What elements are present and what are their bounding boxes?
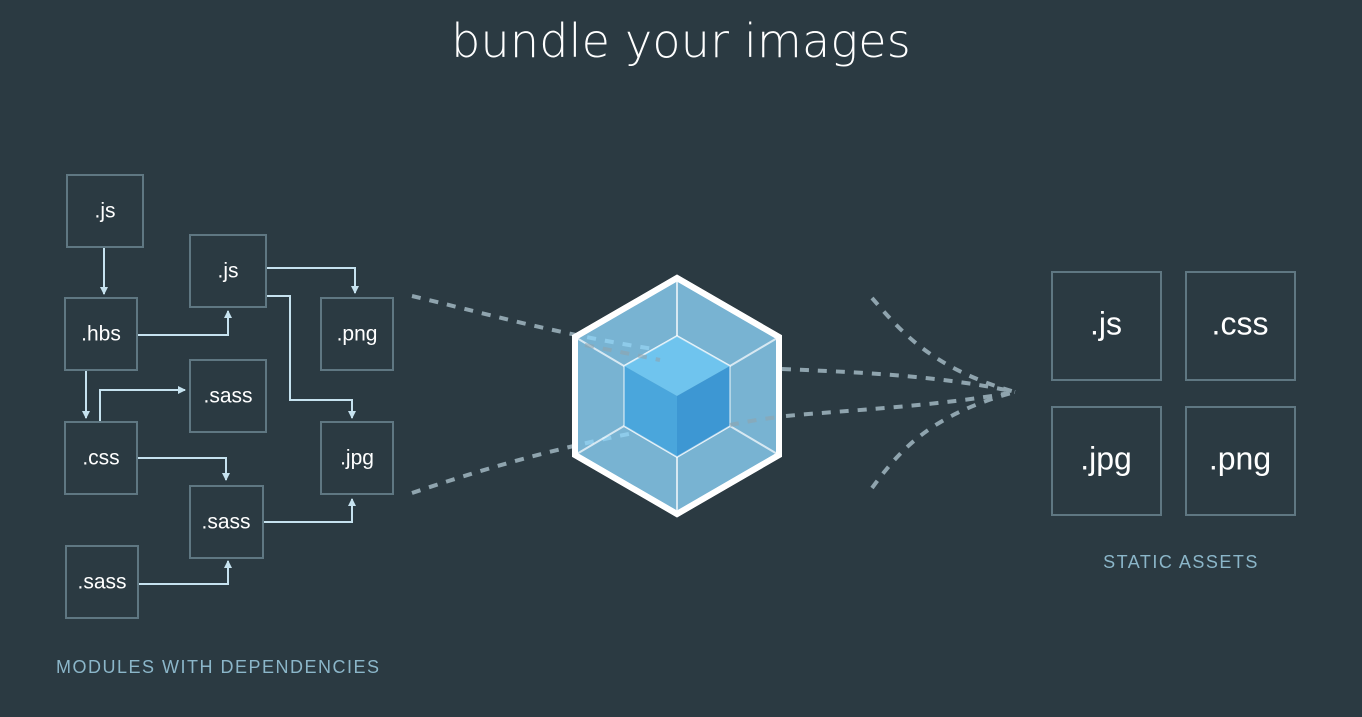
arrow-sass-to-sass [138,560,232,585]
dash-line-out-4 [870,390,1016,490]
output-dash-lines [781,296,1016,490]
page-title: bundle your images [451,14,911,68]
module-sass-1: .sass [189,359,267,433]
asset-label: .png [1209,440,1271,476]
module-label: .hbs [81,323,121,346]
module-sass-2: .sass [189,485,264,559]
assets-caption: STATIC ASSETS [1103,552,1259,572]
dash-line-out-3 [785,390,1016,418]
modules-group: .js .js .hbs .png .sass .css [64,174,394,619]
asset-label: .jpg [1080,440,1132,476]
module-hbs: .hbs [64,297,138,371]
asset-jpg: .jpg [1051,406,1162,516]
dash-line-out-1 [870,296,1016,394]
module-label: .css [82,447,119,470]
module-label: .sass [77,571,126,594]
module-label: .sass [203,385,252,408]
assets-group: .js .css .jpg .png [1051,271,1296,516]
arrow-js-to-jpg [266,295,356,419]
dash-line-through-top [584,343,661,362]
module-js-2: .js [189,234,267,308]
module-label: .js [95,200,116,223]
module-png: .png [320,297,394,371]
webpack-cube-icon [572,274,782,518]
dash-line-through-bottom [729,415,781,427]
arrow-css-to-sass [99,386,186,422]
dash-line-out-2 [781,367,1016,394]
module-css: .css [64,421,138,495]
module-label: .js [218,260,239,283]
arrow-css-to-sass-2 [137,457,230,481]
module-label: .sass [201,511,250,534]
asset-label: .css [1212,305,1269,341]
dependency-arrows [82,247,359,585]
module-sass-3: .sass [65,545,139,619]
arrow-js-to-png [266,267,359,294]
module-label: .png [337,323,378,346]
arrow-sass-to-jpg [263,498,356,523]
module-label: .jpg [340,447,374,470]
asset-png: .png [1185,406,1296,516]
cube-dash-lines [584,343,781,427]
asset-css: .css [1185,271,1296,381]
module-js-1: .js [66,174,144,248]
asset-js: .js [1051,271,1162,381]
asset-label: .js [1090,305,1122,341]
arrow-hbs-to-js [137,310,232,336]
modules-caption: MODULES WITH DEPENDENCIES [56,657,381,677]
module-jpg: .jpg [320,421,394,495]
